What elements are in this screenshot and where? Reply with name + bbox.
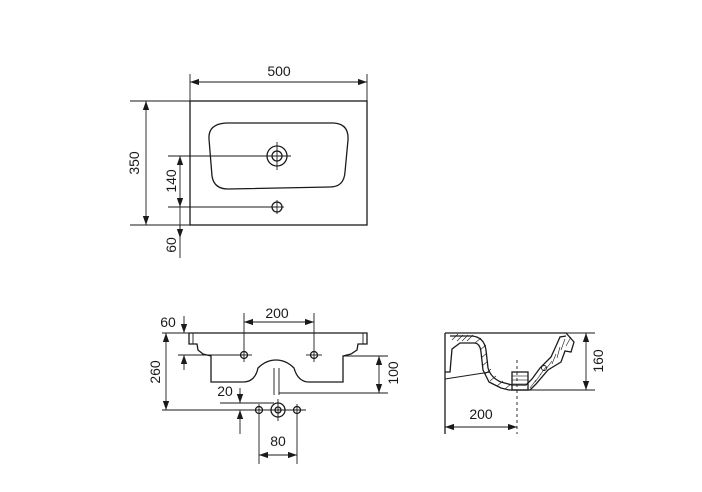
depth-dimension-label: 350 bbox=[126, 151, 142, 175]
drain-holes-spacing-dimension-label: 80 bbox=[270, 433, 286, 449]
drain-fitting bbox=[511, 371, 529, 391]
front-view-outline bbox=[188, 332, 368, 383]
overflow-hole-section bbox=[541, 365, 547, 371]
side-section-view: 200 160 bbox=[444, 332, 606, 434]
width-dimension-label: 500 bbox=[267, 63, 291, 79]
basin-bowl-outline bbox=[208, 122, 349, 190]
top-view-outline bbox=[189, 100, 368, 226]
drain-height-dimension-label: 100 bbox=[385, 361, 401, 385]
hole-spacing-dimension-label: 200 bbox=[265, 305, 289, 321]
front-view: 200 60 260 100 20 80 bbox=[147, 305, 401, 464]
top-offset-dimension-label: 60 bbox=[160, 314, 176, 330]
section-hatching bbox=[451, 333, 572, 390]
side-depth-dimension-label: 200 bbox=[469, 406, 493, 422]
drain-offset-dimension-label: 20 bbox=[217, 383, 233, 399]
tap-offset-dimension-label: 140 bbox=[163, 169, 179, 193]
side-height-dimension-label: 160 bbox=[590, 349, 606, 373]
height-dimension-label: 260 bbox=[147, 360, 163, 384]
top-view: 500 350 140 60 bbox=[126, 63, 368, 258]
basin-section-inner bbox=[450, 335, 567, 386]
front-offset-dimension-label: 60 bbox=[163, 237, 179, 253]
basin-section-outer bbox=[445, 332, 575, 391]
